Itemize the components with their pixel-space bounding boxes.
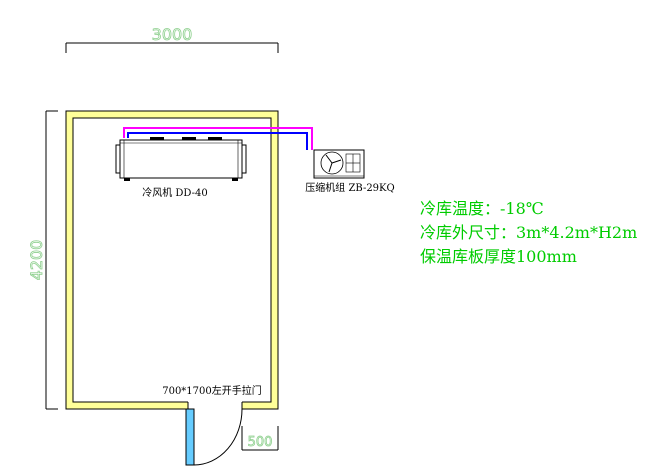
pipe-blue: [127, 132, 308, 150]
pipe-magenta: [123, 127, 313, 150]
note-panel-thickness: 保温库板厚度100mm: [420, 247, 577, 266]
evaporator-unit: [115, 137, 247, 181]
door-opening: [188, 401, 242, 410]
door-swing-arc: [193, 408, 243, 466]
note-dimensions: 冷库外尺寸：3m*4.2m*H2m: [420, 223, 637, 242]
note-temperature: 冷库温度：-18℃: [420, 199, 544, 218]
evaporator-body: [119, 139, 243, 179]
door-swing-dimension-label: 500: [248, 435, 273, 450]
left-dimension: 4200: [27, 110, 58, 410]
condensing-unit-label: 压缩机组 ZB-29KQ: [305, 181, 394, 194]
top-dimension: 3000: [65, 25, 279, 53]
spec-notes: 冷库温度：-18℃ 冷库外尺寸：3m*4.2m*H2m 保温库板厚度100mm: [420, 199, 637, 266]
condensing-unit: [313, 149, 365, 179]
door: [185, 408, 243, 466]
width-dimension-label: 3000: [152, 25, 193, 44]
evaporator-label: 冷风机 DD-40: [142, 186, 208, 199]
door-leaf: [185, 408, 195, 466]
height-dimension-label: 4200: [27, 240, 46, 281]
door-label: 700*1700左开手拉门: [162, 384, 262, 397]
refrigerant-pipes: [123, 127, 313, 150]
door-dimension: 500: [241, 426, 279, 451]
